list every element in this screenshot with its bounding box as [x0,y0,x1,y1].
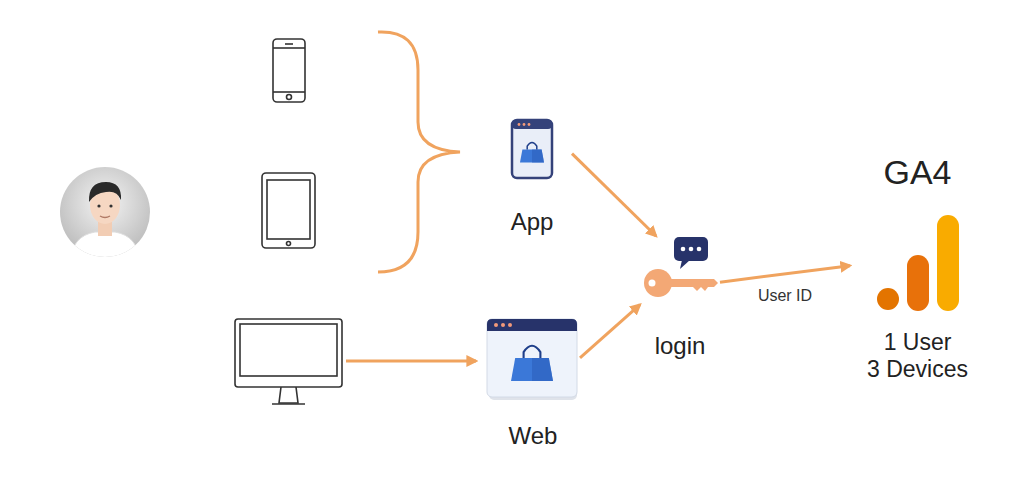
web-icon [486,318,580,402]
login-icon [640,236,720,306]
edge-label: User ID [754,286,816,305]
flow-arrow [572,154,656,236]
ga4-node: GA4 1 User3 Devices [850,152,985,384]
person-avatar [60,167,150,262]
tablet-icon [262,173,315,248]
login-label: login [655,332,706,361]
monitor-icon [235,319,342,404]
web-label: Web [509,422,558,451]
user-count-label: 3 Devices [867,356,968,384]
web-node: Web [486,318,580,451]
app-icon [510,118,554,180]
flow-arrow [580,305,640,358]
curly-brace [378,32,460,272]
app-node: App [492,118,572,237]
user-count-label: 1 User [884,329,952,357]
ga4-label: GA4 [883,152,951,193]
login-node: login [640,236,720,361]
app-label: App [511,208,554,237]
phone-icon [273,39,305,102]
device-arrow [346,360,476,363]
ga-icon [876,215,960,311]
flow-arrow [720,266,850,283]
